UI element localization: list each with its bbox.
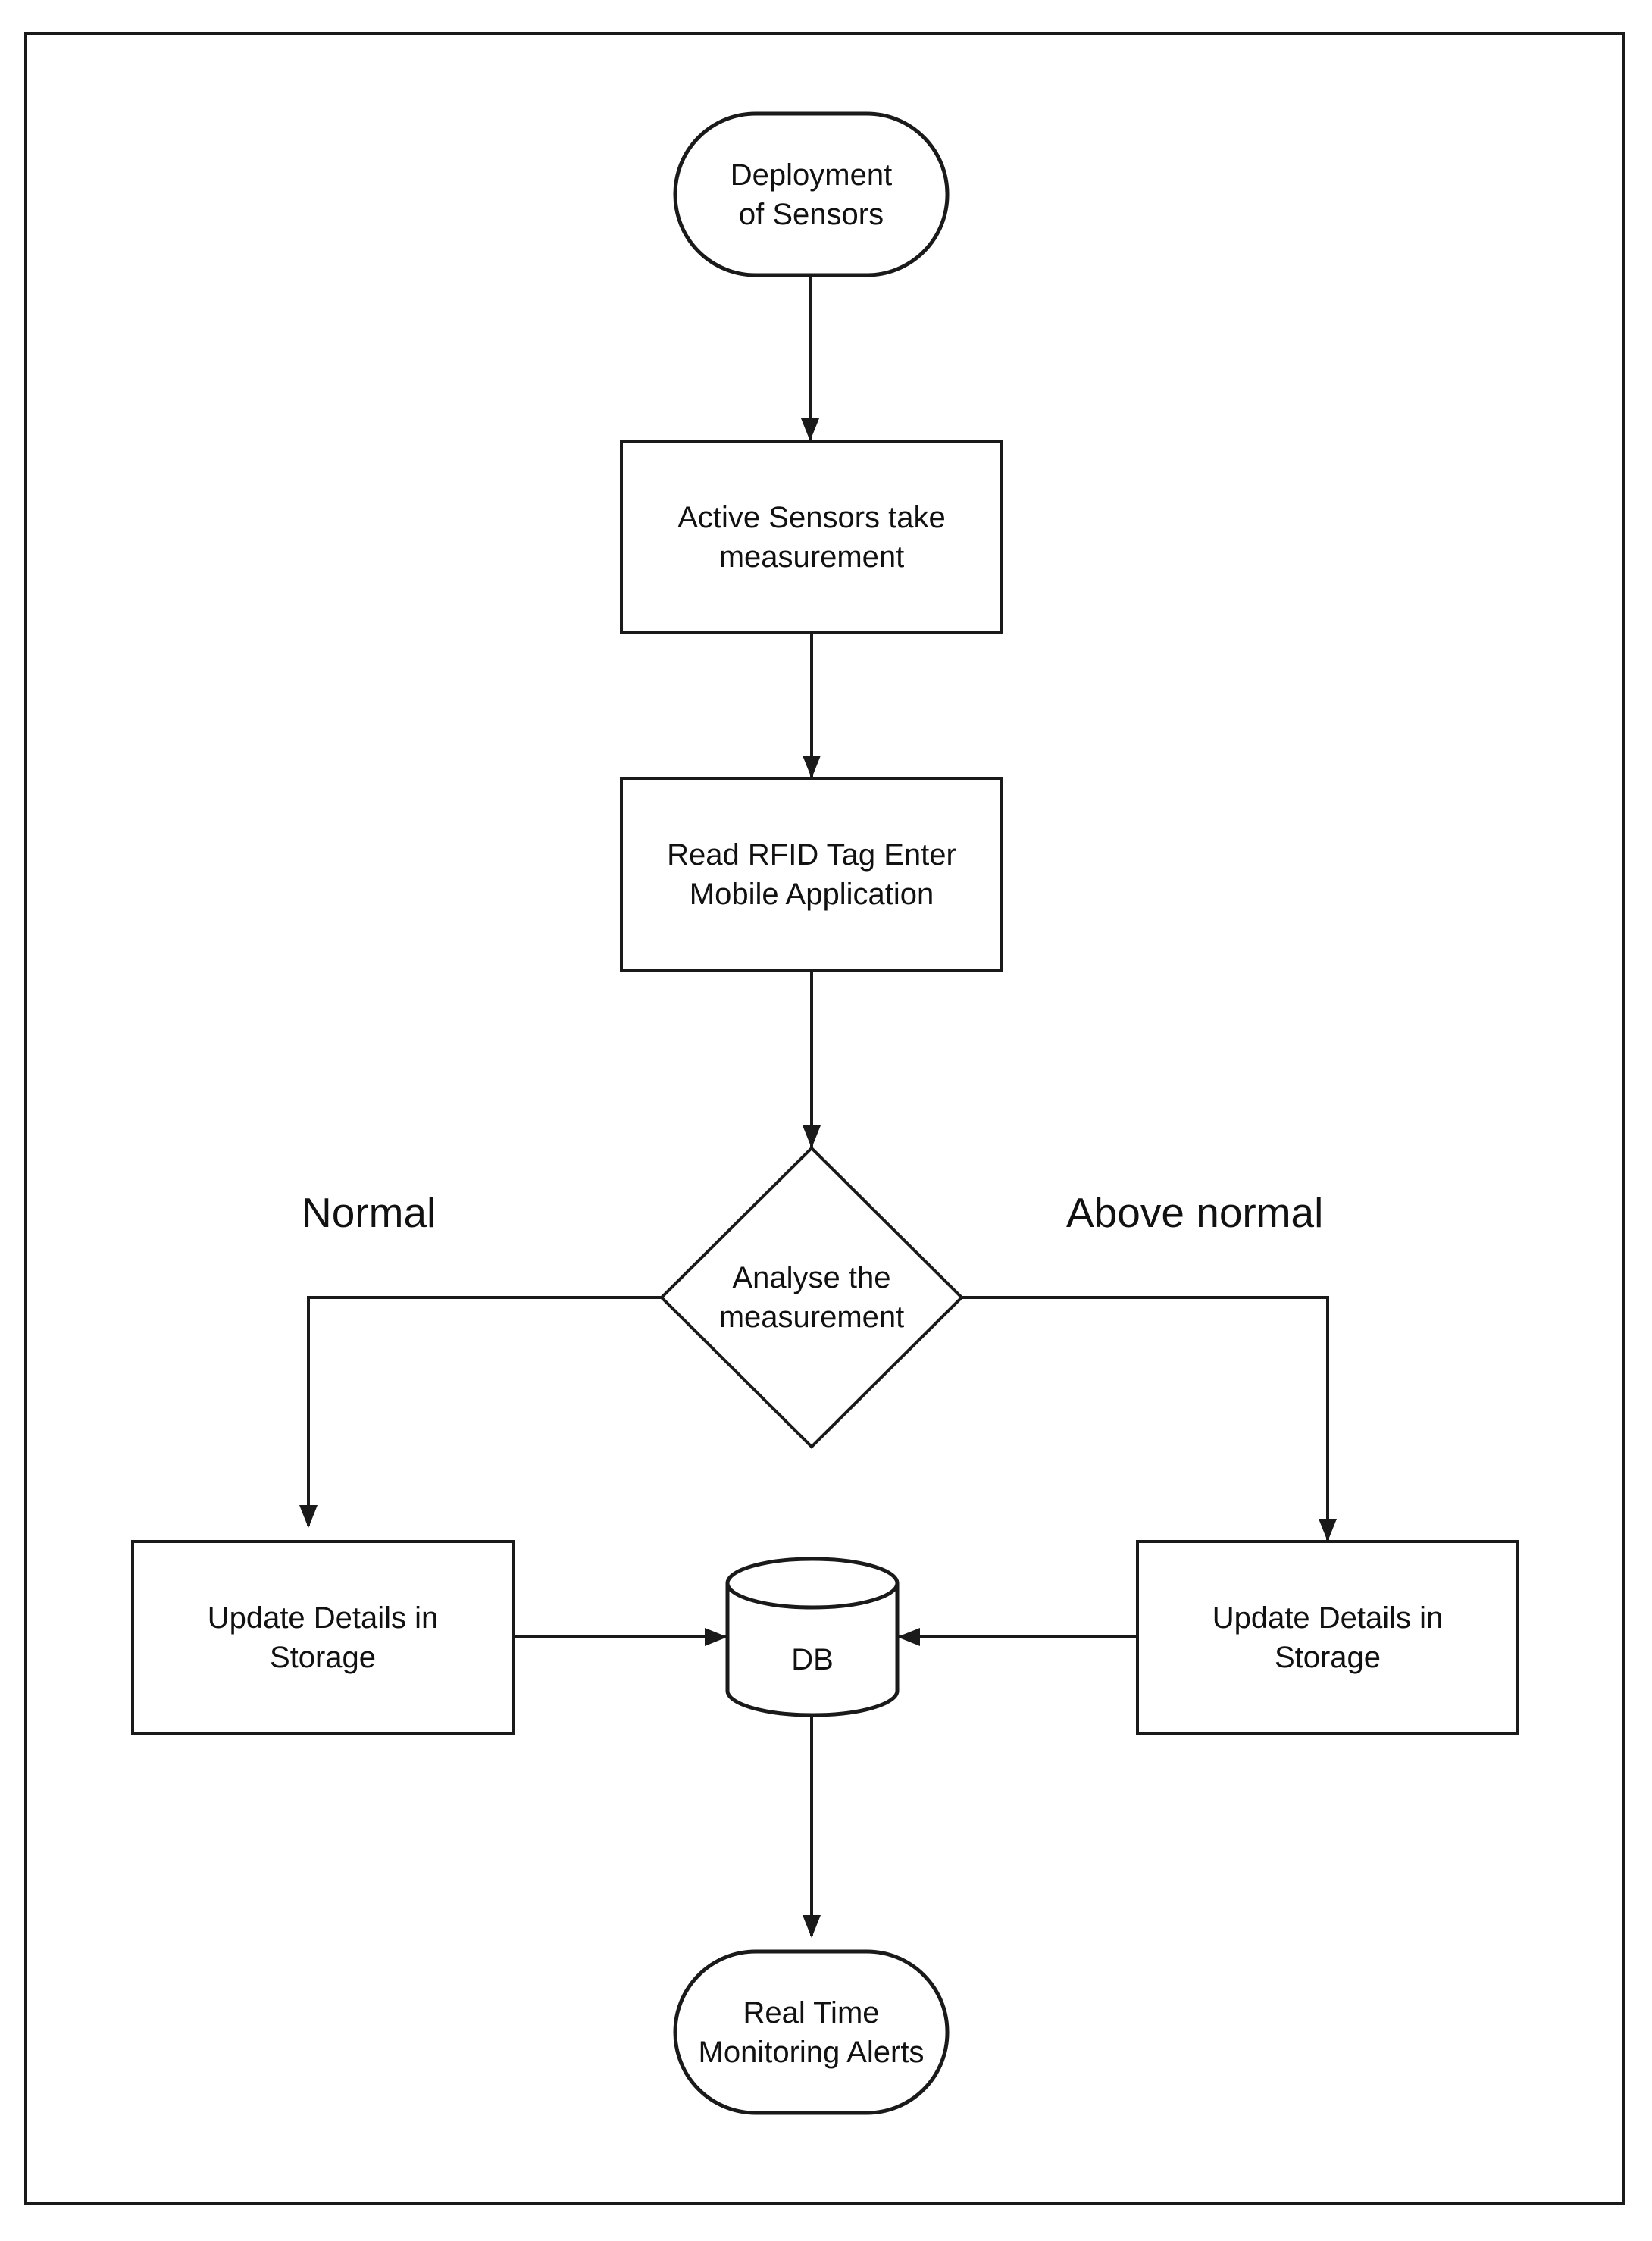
end-terminal-shape (673, 1949, 950, 2115)
measure-process-box (620, 440, 1003, 634)
normal-branch-label: Normal (302, 1189, 436, 1236)
db-cylinder-shape (725, 1557, 900, 1717)
start-node-label: Deployment of Sensors (730, 158, 893, 231)
update-left-node-label: Update Details in Storage (207, 1601, 439, 1674)
diagram-frame (24, 32, 1625, 2205)
analyse-decision-diamond (659, 1146, 964, 1449)
rfid-process-box (620, 777, 1003, 972)
measure-node-label: Active Sensors take measurement (677, 500, 946, 574)
edge-analyse-to-update-left (299, 1296, 662, 1528)
rfid-node-label: Read RFID Tag Enter Mobile Application (667, 837, 956, 911)
above-normal-branch-label: Above normal (1066, 1189, 1324, 1236)
edge-analyse-to-update-right (962, 1296, 1337, 1541)
analyse-node-label: Analyse the measurement (718, 1261, 905, 1334)
update-right-node-label: Update Details in Storage (1212, 1601, 1444, 1674)
db-node-label: DB (791, 1643, 834, 1676)
update-left-process-box (131, 1540, 515, 1735)
end-node-label: Real Time Monitoring Alerts (698, 1995, 925, 2069)
